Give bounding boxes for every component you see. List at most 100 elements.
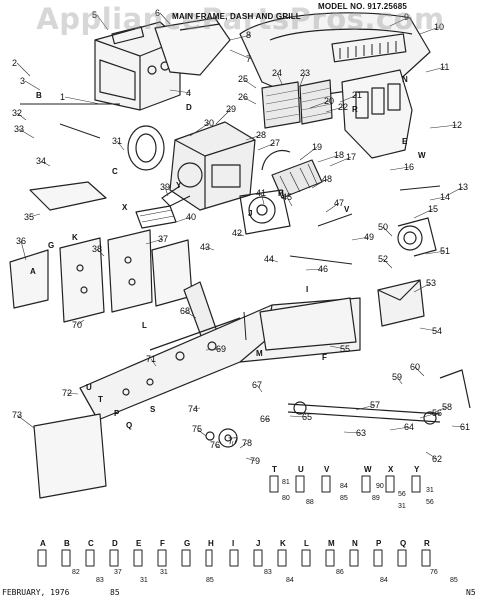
callout-56: 56 (432, 408, 442, 418)
leader-line-8 (229, 34, 252, 41)
leader-line-42 (236, 232, 245, 237)
callout-41: 41 (256, 188, 266, 198)
cross-plates (29, 181, 177, 229)
callout-3: 3 (20, 76, 25, 86)
leader-line-63 (343, 431, 362, 434)
callout-48: 48 (322, 174, 332, 184)
callout-24: 24 (272, 68, 282, 78)
leader-line-69 (205, 348, 222, 351)
callout-50: 50 (378, 222, 388, 232)
leader-line-10 (419, 26, 440, 35)
callout-11: 11 (440, 62, 449, 72)
hardware-key-row2-K: K (280, 539, 286, 548)
diagram-title: MAIN FRAME, DASH AND GRILL (172, 12, 301, 21)
callout-5: 5 (92, 10, 97, 20)
footer-corner: N5 (466, 588, 476, 597)
leader-line-28 (245, 134, 262, 141)
hardware-ref-row1-9: 31 (426, 487, 434, 494)
callout-20: 20 (324, 96, 334, 106)
linkage-rods (20, 103, 441, 341)
callout-28: 28 (256, 130, 266, 140)
leader-line-49 (351, 236, 370, 241)
battery-bracket (377, 279, 425, 327)
assembly-letter-I: I (306, 285, 308, 294)
engine-shroud (127, 125, 165, 171)
callout-37: 37 (158, 234, 168, 244)
hardware-key-row2-Q: Q (400, 539, 406, 548)
hardware-legend (37, 475, 431, 567)
callout-39: 39 (160, 182, 170, 192)
callout-33: 33 (14, 124, 24, 134)
callout-57: 57 (370, 400, 380, 410)
assembly-letter-G: G (48, 241, 54, 250)
leader-line-33 (18, 128, 35, 139)
callout-45: 45 (282, 192, 292, 202)
assembly-letter-B: B (36, 91, 42, 100)
callout-19: 19 (312, 142, 322, 152)
leader-line-15 (413, 208, 434, 219)
hardware-ref-row1-8: 31 (398, 503, 406, 510)
hardware-key-row2-G: G (184, 539, 190, 548)
callout-2: 2 (12, 58, 17, 68)
engine (161, 121, 256, 211)
assembly-letter-X: X (122, 203, 128, 212)
hardware-key-row2-B: B (64, 539, 70, 548)
leader-line-43 (204, 246, 215, 251)
hardware-ref-row1-1: 80 (282, 495, 290, 502)
leader-line-76 (214, 444, 221, 449)
footer-tail: 85 (110, 588, 120, 597)
callout-12: 12 (452, 120, 462, 130)
callout-23: 23 (300, 68, 310, 78)
leader-line-38 (96, 248, 105, 257)
hardware-ref-row1-5: 84 (340, 483, 348, 490)
assembly-letter-A: A (30, 267, 36, 276)
callout-67: 67 (252, 380, 262, 390)
leader-line-44 (268, 258, 279, 263)
hardware-key-row2-D: D (112, 539, 118, 548)
leader-line-18 (317, 154, 340, 163)
callout-38: 38 (92, 244, 102, 254)
callout-25: 25 (238, 74, 248, 84)
hardware-ref-row1-4: 89 (372, 495, 380, 502)
hardware-key-row2-H: H (208, 539, 214, 548)
callout-44: 44 (264, 254, 274, 264)
assembly-letter-Q: Q (126, 421, 132, 430)
leader-line-17 (329, 156, 352, 167)
callout-15: 15 (428, 204, 438, 214)
leader-line-26 (242, 96, 257, 105)
callout-49: 49 (364, 232, 374, 242)
leader-line-1 (64, 96, 101, 105)
hardware-key-Y: Y (414, 465, 420, 474)
leader-line-45 (286, 196, 293, 207)
leader-line-70 (76, 319, 85, 326)
callout-73: 73 (12, 410, 22, 420)
leader-line-60 (414, 366, 425, 377)
leader-line-48 (311, 178, 328, 189)
hardware-row-1 (269, 475, 421, 493)
callout-30: 30 (204, 118, 214, 128)
leader-line-51 (425, 250, 446, 255)
leader-line-56 (419, 412, 438, 419)
callout-79: 79 (250, 456, 260, 466)
front-plate (259, 297, 357, 351)
leader-line-61 (451, 425, 466, 428)
callout-70: 70 (72, 320, 82, 330)
hardware-key-row2-A: A (40, 539, 46, 548)
hardware-row-2 (37, 549, 431, 567)
callout-77: 77 (228, 436, 238, 446)
hardware-ref-row2-4: 31 (160, 569, 168, 576)
hardware-key-T: T (272, 465, 277, 474)
callout-66: 66 (260, 414, 270, 424)
hardware-ref-row1-3: 90 (376, 483, 384, 490)
hardware-ref-row2-2: 37 (114, 569, 122, 576)
hardware-ref-row2-6: 83 (264, 569, 272, 576)
callout-1: 1 (60, 92, 65, 102)
callout-13: 13 (458, 182, 468, 192)
callout-4: 4 (186, 88, 191, 98)
hardware-ref-row1-6: 85 (340, 495, 348, 502)
callout-40: 40 (186, 212, 196, 222)
leader-line-5 (96, 14, 109, 31)
